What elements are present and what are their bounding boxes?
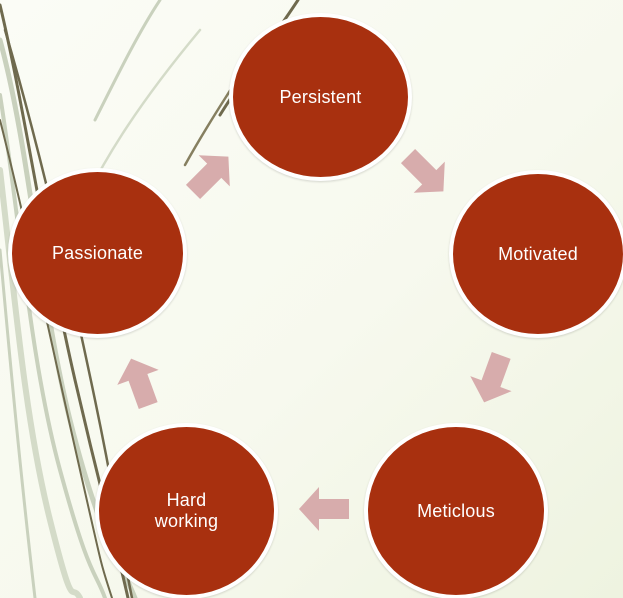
node-meticlous: Meticlous <box>364 423 548 598</box>
block-arrow-icon <box>299 487 349 531</box>
node-persistent: Persistent <box>229 13 412 181</box>
block-arrow-icon <box>185 155 230 200</box>
node-label-passionate: Passionate <box>51 242 144 263</box>
node-motivated: Motivated <box>449 170 623 338</box>
node-label-meticlous: Meticlous <box>417 500 495 521</box>
node-hard-working: Hard working <box>95 423 278 598</box>
block-arrow-icon <box>470 352 512 403</box>
block-arrow-icon <box>117 358 159 409</box>
node-label-hard-working: Hard working <box>154 490 219 531</box>
node-label-motivated: Motivated <box>498 243 578 264</box>
node-label-persistent: Persistent <box>279 86 362 107</box>
node-passionate: Passionate <box>8 168 187 338</box>
block-arrow-icon <box>400 148 445 193</box>
